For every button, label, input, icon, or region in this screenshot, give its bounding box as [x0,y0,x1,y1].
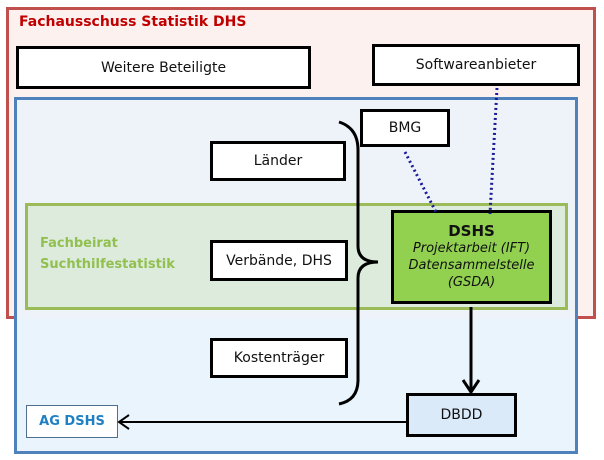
fachbeirat-label: Fachbeirat Suchthilfestatistik [40,233,175,275]
dshs-line2: Datensammelstelle [408,258,535,273]
node-bmg[interactable]: BMG [360,109,450,147]
fachbeirat-label-line2: Suchthilfestatistik [40,257,175,272]
node-ag-dshs[interactable]: AG DSHS [26,405,118,438]
node-weitere-beteiligte[interactable]: Weitere Beteiligte [16,46,311,89]
node-dbdd[interactable]: DBDD [406,393,517,437]
dshs-line1: Projektarbeit (IFT) [412,241,531,256]
arrowhead-dbdd [461,379,481,395]
edge-bmg-dshs [403,151,439,215]
arrowhead-ag-dshs [117,414,130,430]
node-dshs[interactable]: DSHS Projektarbeit (IFT) Datensammelstel… [391,210,552,304]
node-kostentraeger[interactable]: Kostenträger [210,338,348,378]
dshs-line3: (GSDA) [447,275,496,290]
node-verbaende[interactable]: Verbände, DHS [210,240,348,281]
node-laender[interactable]: Länder [210,141,346,181]
edge-brace [338,120,379,406]
fachbeirat-label-line1: Fachbeirat [40,236,118,251]
dshs-title: DSHS [448,222,495,240]
edge-softwareanbieter-dshs [488,87,499,215]
fachausschuss-label: Fachausschuss Statistik DHS [19,14,247,30]
node-softwareanbieter[interactable]: Softwareanbieter [372,44,580,86]
